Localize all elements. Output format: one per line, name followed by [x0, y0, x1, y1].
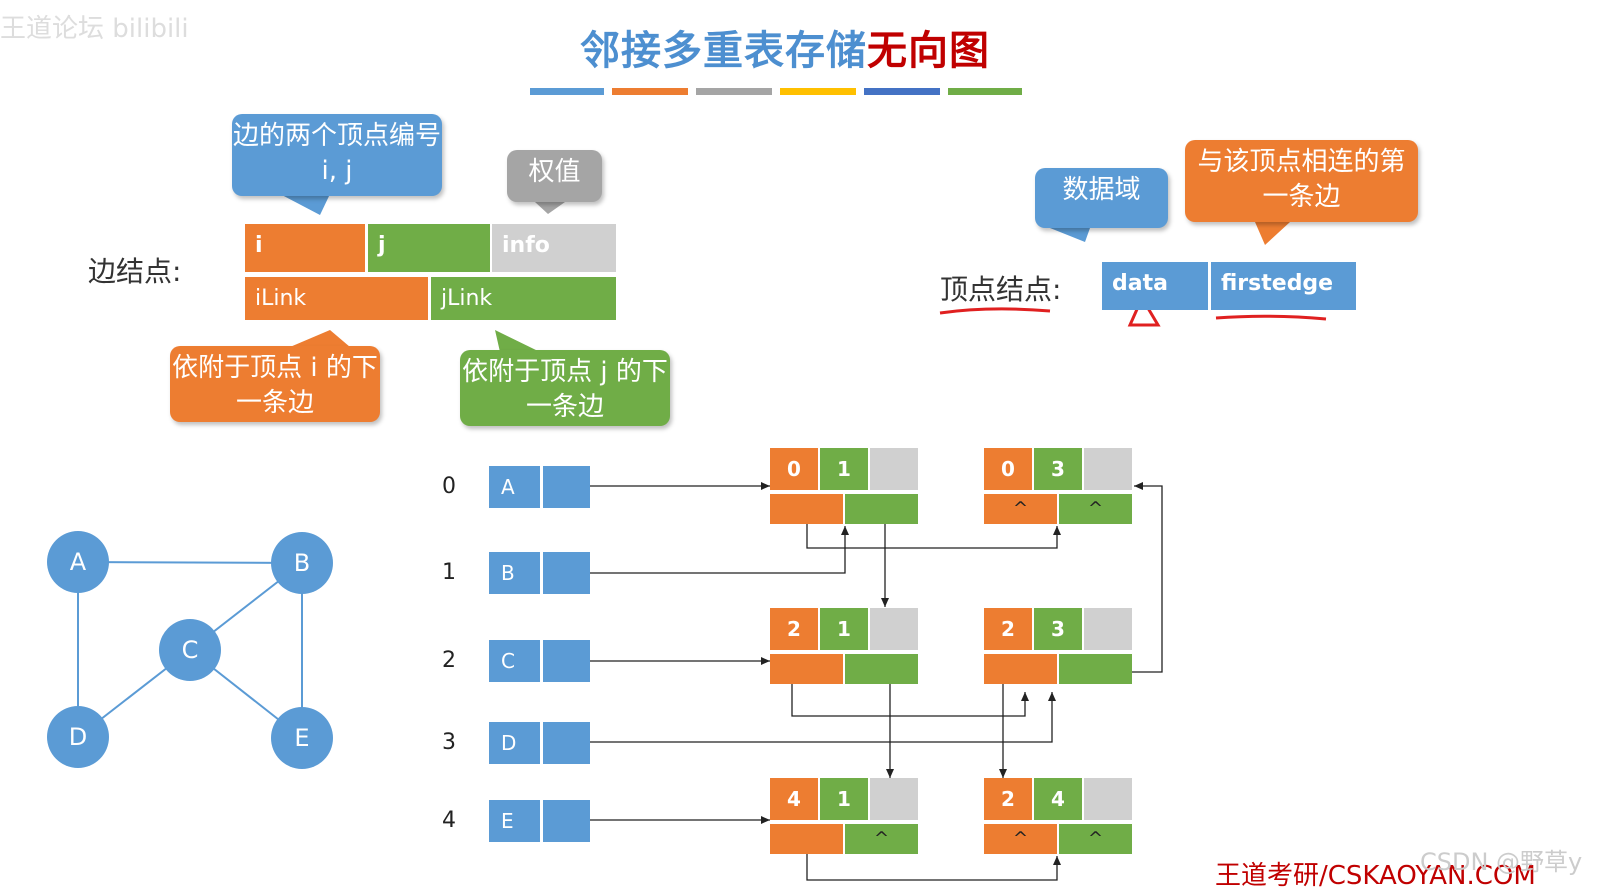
edge-field-info: info	[492, 224, 616, 272]
edge-cell-i: 4	[770, 778, 818, 820]
vertex-data-cell: C	[489, 640, 540, 682]
vertex-firstedge-cell	[543, 800, 590, 842]
edge-cell-j: 1	[820, 608, 868, 650]
watermark: 王道论坛 bilibili	[0, 14, 189, 44]
footer-brand: 王道考研/CSKAOYAN.COM	[1215, 861, 1536, 891]
graph-node-E: E	[271, 707, 333, 769]
graph-node-D: D	[47, 706, 109, 768]
edge-cell-i: 0	[984, 448, 1032, 490]
color-bar-5	[864, 88, 940, 95]
edge-cell-ilink: ^	[984, 824, 1057, 854]
callout-tail-jlink	[495, 330, 540, 352]
edge-cell-i: 2	[984, 608, 1032, 650]
edge-field-i: i	[245, 224, 365, 272]
vertex-index: 2	[442, 648, 456, 673]
ptr-e01-ilink	[806, 505, 1061, 549]
edge-cell-j: 1	[820, 778, 868, 820]
vertex-firstedge-cell	[543, 552, 590, 594]
edge-cell-ilink	[770, 824, 843, 854]
color-bar-6	[948, 88, 1022, 95]
graph-node-A: A	[47, 531, 109, 593]
color-bar-4	[780, 88, 856, 95]
edge-cell-info	[870, 448, 918, 490]
title-part2: 无向图	[867, 28, 990, 74]
edge-cell-j: 1	[820, 448, 868, 490]
edge-cell-info	[1084, 608, 1132, 650]
edge-cell-i: 2	[984, 778, 1032, 820]
vertex-index: 1	[442, 560, 456, 585]
edge-cell-j: 3	[1034, 608, 1082, 650]
graph-node-B: B	[271, 532, 333, 594]
edge-cell-j: 4	[1034, 778, 1082, 820]
vertex-data-cell: D	[489, 722, 540, 764]
edge-field-jlink: jLink	[431, 277, 616, 320]
vertex-data-cell: A	[489, 466, 540, 508]
edge-cell-jlink	[845, 654, 918, 684]
edge-cell-i: 2	[770, 608, 818, 650]
edge-cell-ilink	[770, 494, 843, 524]
callout-tail-weight	[535, 202, 565, 214]
vertex-index: 4	[442, 808, 456, 833]
edge-cell-info	[870, 608, 918, 650]
callout-ilink: 依附于顶点 i 的下一条边	[170, 346, 380, 422]
callout-tail-data	[1050, 228, 1090, 242]
csdn-watermark: CSDN @野草y	[1420, 848, 1583, 876]
ptr-D-firstedge	[572, 692, 1056, 743]
edge-cell-jlink	[1059, 654, 1132, 684]
ptr-e21-ilink	[791, 672, 1029, 717]
edge-cell-i: 0	[770, 448, 818, 490]
edge-cell-jlink: ^	[1059, 824, 1132, 854]
vertex-field-firstedge: firstedge	[1211, 262, 1356, 310]
edge-field-j: j	[368, 224, 490, 272]
page-title: 邻接多重表存储无向图	[0, 18, 1570, 76]
graph-edge-A-B	[77, 561, 303, 564]
edge-cell-jlink	[845, 494, 918, 524]
edge-cell-ilink: ^	[984, 494, 1057, 524]
graph-node-C: C	[159, 619, 221, 681]
edge-cell-jlink: ^	[1059, 494, 1132, 524]
ptr-B-firstedge	[572, 526, 849, 574]
vertex-firstedge-cell	[543, 466, 590, 508]
color-bar-3	[696, 88, 772, 95]
vertex-index: 3	[442, 730, 456, 755]
callout-weight: 权值	[507, 150, 602, 202]
color-bar-1	[530, 88, 604, 95]
ptr-e41-ilink	[806, 840, 1061, 881]
title-part1: 邻接多重表存储	[580, 28, 867, 74]
edge-cell-ilink	[984, 654, 1057, 684]
edge-field-ilink: iLink	[245, 277, 428, 320]
callout-jlink: 依附于顶点 j 的下一条边	[460, 350, 670, 426]
edge-cell-info	[1084, 448, 1132, 490]
callout-tail-ilink	[290, 330, 350, 347]
edge-cell-j: 3	[1034, 448, 1082, 490]
vertex-node-label: 顶点结点:	[940, 273, 1062, 306]
color-bar-2	[612, 88, 688, 95]
edge-cell-info	[870, 778, 918, 820]
vertex-data-cell: B	[489, 552, 540, 594]
edge-cell-jlink: ^	[845, 824, 918, 854]
callout-vertices: 边的两个顶点编号i, j	[232, 114, 442, 196]
edge-cell-ilink	[770, 654, 843, 684]
vertex-data-cell: E	[489, 800, 540, 842]
edge-node-label: 边结点:	[88, 255, 182, 288]
vertex-index: 0	[442, 474, 456, 499]
vertex-firstedge-cell	[543, 640, 590, 682]
edge-cell-info	[1084, 778, 1132, 820]
vertex-field-data: data	[1102, 262, 1208, 310]
callout-tail-firstedge	[1255, 222, 1290, 245]
callout-tail-vertices	[280, 194, 330, 215]
callout-firstedge: 与该顶点相连的第一条边	[1185, 140, 1418, 222]
callout-data: 数据域	[1035, 168, 1168, 228]
vertex-firstedge-cell	[543, 722, 590, 764]
